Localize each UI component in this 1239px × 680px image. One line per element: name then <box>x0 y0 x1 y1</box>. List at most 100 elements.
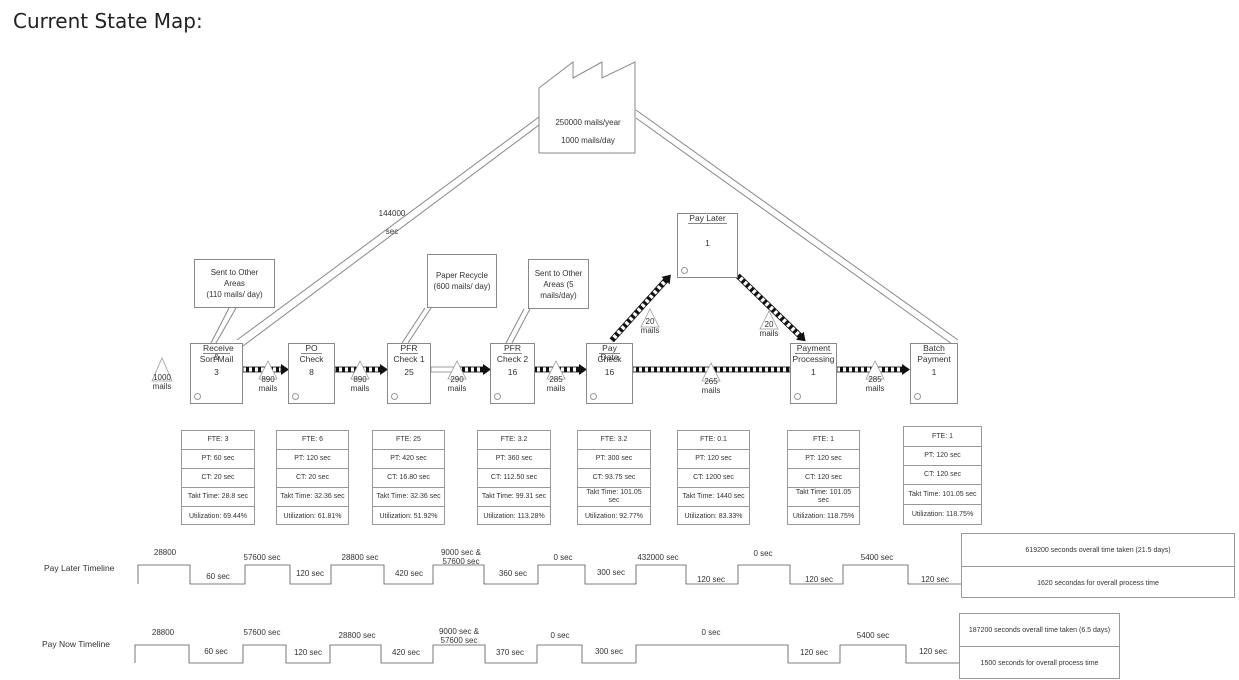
inventory-unit: mails <box>350 384 370 393</box>
process-pfr-check-2: PFR Check 2 16 <box>490 343 535 404</box>
data-pt: PT: 120 sec <box>788 450 859 469</box>
data-box-receive-sort: FTE: 3 PT: 60 sec CT: 20 sec Takt Time: … <box>181 430 255 525</box>
data-box-batch-payment: FTE: 1 PT: 120 sec CT: 120 sec Takt Time… <box>903 426 982 525</box>
inventory-unit: mails <box>640 326 660 335</box>
timeline-wait: 57600 sec <box>243 553 281 562</box>
factory-demand-year: 250000 mails/year <box>555 118 621 127</box>
operator-icon <box>494 393 501 400</box>
timeline-process: 300 sec <box>594 647 624 656</box>
process-payment-processing: Payment Processing 1 <box>790 343 837 404</box>
process-subtitle: Processing <box>792 354 835 364</box>
process-title: PO <box>301 344 322 354</box>
timeline-wait: 28800 <box>151 628 175 637</box>
information-flow-lines <box>236 109 959 347</box>
inventory-value: 1000 <box>153 373 171 382</box>
data-fte: FTE: 0.1 <box>678 431 749 450</box>
inventory-value: 285 <box>549 375 563 384</box>
process-title: PFR <box>503 343 522 354</box>
pay-later-timeline-label: Pay Later Timeline <box>44 563 115 573</box>
process-subtitle: Check <box>299 354 324 364</box>
data-ct: CT: 20 sec <box>277 469 348 488</box>
data-utilization: Utilization: 83.33% <box>684 512 743 520</box>
process-pay-date-check: Pay Date Check 16 <box>586 343 633 404</box>
data-ct: CT: 20 sec <box>182 469 254 488</box>
process-batch-payment: Batch Payment 1 <box>910 343 958 404</box>
timeline-wait: 5400 sec <box>860 553 894 562</box>
link-label-value: 144000 <box>378 209 406 218</box>
process-receive-sort-mail: Receive & Sort Mail 3 <box>190 343 243 404</box>
timeline-wait: 5400 sec <box>856 631 890 640</box>
timeline-wait: 0 sec <box>701 628 721 637</box>
process-title: Batch <box>923 343 945 354</box>
inventory-value: 20 <box>645 317 655 326</box>
data-takt: Takt Time: 1440 sec <box>678 488 749 507</box>
callout-sent-to-other-areas-1: Sent to Other Areas (110 mails/ day) <box>194 259 275 308</box>
process-title: PFR <box>400 343 418 354</box>
timeline-wait: 28800 <box>153 548 177 557</box>
data-ct: CT: 112.50 sec <box>478 469 550 488</box>
timeline-process: 120 sec <box>804 575 834 584</box>
data-utilization: Utilization: 92.77% <box>585 512 643 520</box>
timeline-process: 120 sec <box>799 648 829 657</box>
data-fte: FTE: 25 <box>373 431 444 450</box>
process-value: 3 <box>214 367 219 377</box>
operator-icon <box>292 393 299 400</box>
inventory-value: 285 <box>868 375 882 384</box>
timeline-process: 370 sec <box>495 648 525 657</box>
link-label-unit: sec <box>385 227 399 236</box>
callout-pointers <box>210 307 531 344</box>
process-title: Payment <box>795 343 832 354</box>
pay-now-summary: 187200 seconds overall time taken (6.5 d… <box>959 613 1120 679</box>
process-value: 16 <box>507 367 518 377</box>
data-box-pfr-check-2: FTE: 3.2 PT: 360 sec CT: 112.50 sec Takt… <box>477 430 551 525</box>
process-value: 1 <box>811 367 816 377</box>
data-box-pay-date-check: FTE: 3.2 PT: 300 sec CT: 93.75 sec Takt … <box>577 430 651 525</box>
data-utilization: Utilization: 113.28% <box>483 512 545 520</box>
data-fte: FTE: 6 <box>277 431 348 450</box>
pay-now-timeline-label: Pay Now Timeline <box>42 639 111 649</box>
process-title: Pay Date <box>599 343 620 362</box>
process-time: 1620 secondas for overall process time <box>1037 579 1159 587</box>
timeline-wait: 28800 sec <box>341 553 379 562</box>
data-ct: CT: 1200 sec <box>678 469 749 488</box>
process-pfr-check-1: PFR Check 1 25 <box>387 343 431 404</box>
timeline-process: 120 sec <box>295 569 325 578</box>
process-title: Receive & <box>203 343 234 362</box>
data-takt: Takt Time: 101.05 sec <box>904 485 981 505</box>
factory-icon <box>538 60 636 154</box>
data-utilization: Utilization: 118.75% <box>792 512 855 520</box>
inventory-value: 265 <box>704 377 718 386</box>
process-value: 8 <box>309 367 314 377</box>
overall-time: 187200 seconds overall time taken (6.5 d… <box>960 614 1119 647</box>
timeline-process: 60 sec <box>204 647 228 656</box>
data-ct: CT: 93.75 sec <box>578 469 650 488</box>
timeline-wait: 0 sec <box>550 631 570 640</box>
pay-later-timeline-line <box>137 564 962 585</box>
data-fte: FTE: 1 <box>904 427 981 447</box>
data-pt: PT: 120 sec <box>904 447 981 466</box>
inventory-value: 290 <box>450 375 464 384</box>
operator-icon <box>194 393 201 400</box>
inventory-unit: mails <box>152 382 172 391</box>
operator-icon <box>590 393 597 400</box>
process-title: Pay Later <box>688 213 727 224</box>
inventory-unit: mails <box>759 329 779 338</box>
data-box-pay-later: FTE: 0.1 PT: 120 sec CT: 1200 sec Takt T… <box>677 430 750 525</box>
inventory-unit: mails <box>258 384 278 393</box>
operator-icon <box>391 393 398 400</box>
data-fte: FTE: 3.2 <box>578 431 650 450</box>
data-pt: PT: 360 sec <box>478 450 550 469</box>
data-box-po-check: FTE: 6 PT: 120 sec CT: 20 sec Takt Time:… <box>276 430 349 525</box>
process-value: 25 <box>404 367 414 377</box>
data-ct: CT: 120 sec <box>904 466 981 485</box>
callout-sent-to-other-areas-2: Sent to Other Areas (5 mails/day) <box>528 259 589 309</box>
process-value: 1 <box>705 238 710 248</box>
process-value: 16 <box>604 367 615 377</box>
process-pay-later: Pay Later 1 <box>677 213 738 278</box>
inventory-unit: mails <box>701 386 721 395</box>
data-utilization: Utilization: 61.81% <box>283 512 342 520</box>
timeline-process: 420 sec <box>394 569 424 578</box>
process-time: 1500 seconds for overall process time <box>980 660 1099 667</box>
data-utilization: Utilization: 51.92% <box>379 512 438 520</box>
